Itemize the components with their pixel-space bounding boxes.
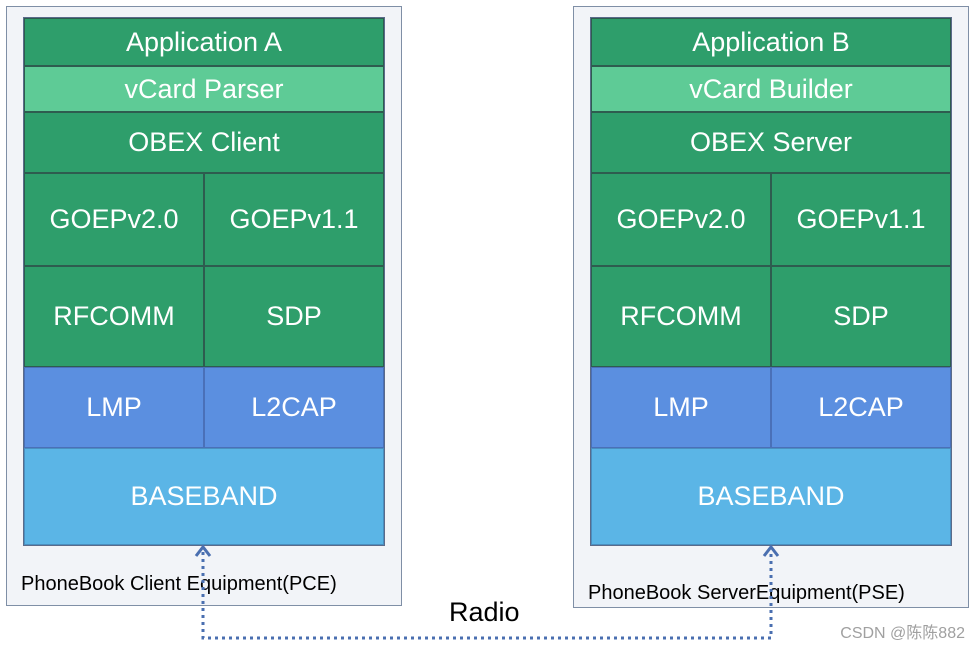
pse-protocol-stack: Application B vCard Builder OBEX Server … xyxy=(590,17,952,546)
pce-application-layer: Application A xyxy=(24,18,384,66)
left-arrow-head-icon xyxy=(194,544,212,557)
pce-lmp-layer: LMP xyxy=(24,367,204,448)
pce-baseband-layer: BASEBAND xyxy=(24,448,384,545)
watermark: CSDN @陈陈882 xyxy=(840,625,965,642)
pse-application-layer: Application B xyxy=(591,18,951,66)
pse-lmp-layer: LMP xyxy=(591,367,771,448)
pce-l2cap-layer: L2CAP xyxy=(204,367,384,448)
right-arrow-head-icon xyxy=(762,544,780,557)
pce-rfcomm-layer: RFCOMM xyxy=(24,266,204,367)
pce-goep1-layer: GOEPv1.1 xyxy=(204,173,384,266)
pse-baseband-layer: BASEBAND xyxy=(591,448,951,545)
pse-goep1-layer: GOEPv1.1 xyxy=(771,173,951,266)
pse-obex-layer: OBEX Server xyxy=(591,112,951,173)
pce-sdp-layer: SDP xyxy=(204,266,384,367)
pse-sdp-layer: SDP xyxy=(771,266,951,367)
pse-device: Application B vCard Builder OBEX Server … xyxy=(573,6,969,608)
pce-device-label: PhoneBook Client Equipment(PCE) xyxy=(21,573,337,595)
pce-obex-layer: OBEX Client xyxy=(24,112,384,173)
pse-l2cap-layer: L2CAP xyxy=(771,367,951,448)
pce-vcard-layer: vCard Parser xyxy=(24,66,384,112)
pce-protocol-stack: Application A vCard Parser OBEX Client G… xyxy=(23,17,385,546)
pse-vcard-layer: vCard Builder xyxy=(591,66,951,112)
pse-goep2-layer: GOEPv2.0 xyxy=(591,173,771,266)
radio-label: Radio xyxy=(449,597,520,627)
pse-rfcomm-layer: RFCOMM xyxy=(591,266,771,367)
pce-goep2-layer: GOEPv2.0 xyxy=(24,173,204,266)
radio-link-line xyxy=(201,552,773,640)
pce-device: Application A vCard Parser OBEX Client G… xyxy=(6,6,402,606)
pse-device-label: PhoneBook ServerEquipment(PSE) xyxy=(588,582,905,604)
